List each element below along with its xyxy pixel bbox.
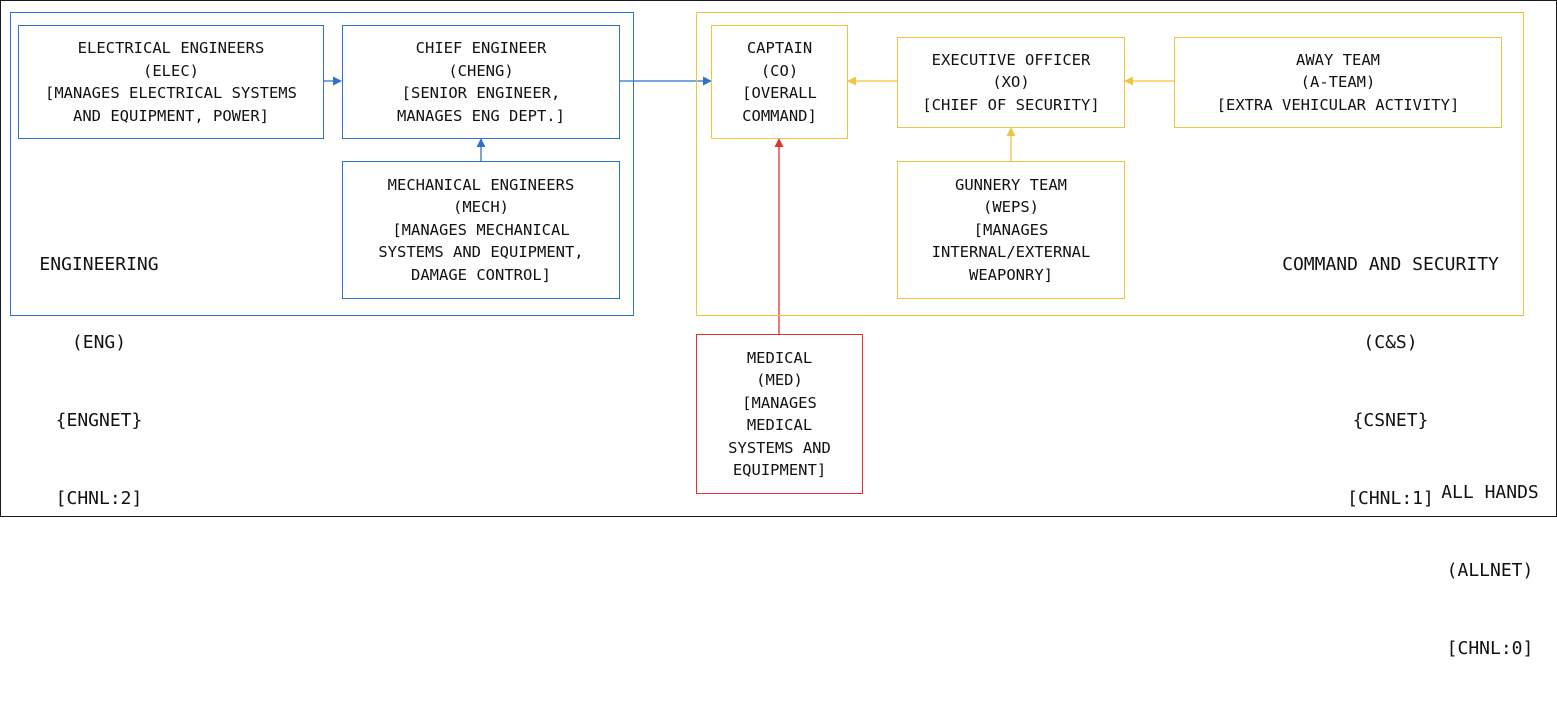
node-desc-line: DAMAGE CONTROL] bbox=[411, 265, 551, 284]
command-security-group-label: COMMAND AND SECURITY (C&S) {CSNET} [CHNL… bbox=[1263, 200, 1518, 564]
node-desc-line: MEDICAL bbox=[746, 416, 813, 434]
node-abbr: (MECH) bbox=[453, 198, 509, 217]
group-net: {ENGNET} bbox=[55, 410, 143, 431]
node-desc-line: EQUIPMENT] bbox=[732, 461, 827, 479]
node-abbr: (XO) bbox=[992, 73, 1030, 92]
node-title: AWAY TEAM bbox=[1296, 50, 1380, 69]
node-title: MECHANICAL ENGINEERS bbox=[387, 175, 575, 194]
node-desc-line: COMMAND] bbox=[742, 106, 817, 125]
group-name: ALL HANDS bbox=[1441, 482, 1539, 503]
node-desc-line: [SENIOR ENGINEER, bbox=[401, 84, 561, 102]
node-desc-line: SYSTEMS AND EQUIPMENT, bbox=[378, 243, 584, 262]
executive-officer-box: EXECUTIVE OFFICER (XO) [CHIEF OF SECURIT… bbox=[897, 37, 1125, 128]
group-net: {CSNET} bbox=[1352, 410, 1429, 431]
engineering-group bbox=[10, 12, 634, 316]
node-desc-line: AND EQUIPMENT, POWER] bbox=[73, 106, 269, 125]
medical-box: MEDICAL (MED) [MANAGES MEDICAL SYSTEMS A… bbox=[696, 334, 863, 494]
group-abbr: (ALLNET) bbox=[1446, 560, 1534, 581]
group-channel: [CHNL:1] bbox=[1347, 488, 1434, 509]
node-desc-line: INTERNAL/EXTERNAL bbox=[931, 243, 1091, 262]
node-title: MEDICAL bbox=[746, 348, 813, 367]
node-desc-line: WEAPONRY] bbox=[969, 265, 1053, 284]
node-desc-line: [CHIEF OF SECURITY] bbox=[922, 95, 1100, 114]
away-team-box: AWAY TEAM (A-TEAM) [EXTRA VEHICULAR ACTI… bbox=[1174, 37, 1502, 128]
org-chart-diagram: ELECTRICAL ENGINEERS (ELEC) [MANAGES ELE… bbox=[0, 0, 1557, 659]
node-abbr: (CO) bbox=[760, 61, 799, 80]
node-desc-line: [MANAGES bbox=[742, 393, 817, 412]
node-title: ELECTRICAL ENGINEERS bbox=[77, 39, 265, 57]
node-desc-line: [OVERALL bbox=[742, 84, 817, 102]
node-abbr: (A-TEAM) bbox=[1300, 73, 1376, 92]
node-desc-line: [MANAGES ELECTRICAL SYSTEMS bbox=[45, 84, 297, 102]
node-abbr: (MED) bbox=[756, 371, 803, 389]
group-channel: [CHNL:2] bbox=[55, 488, 143, 509]
node-abbr: (WEPS) bbox=[983, 198, 1039, 217]
captain-box: CAPTAIN (CO) [OVERALL COMMAND] bbox=[711, 25, 848, 139]
electrical-engineers-box: ELECTRICAL ENGINEERS (ELEC) [MANAGES ELE… bbox=[18, 25, 324, 139]
node-desc-line: MANAGES ENG DEPT.] bbox=[397, 106, 565, 125]
group-channel: [CHNL:0] bbox=[1446, 638, 1534, 659]
node-title: EXECUTIVE OFFICER bbox=[931, 50, 1091, 69]
node-abbr: (CHENG) bbox=[448, 61, 514, 80]
node-abbr: (ELEC) bbox=[143, 61, 199, 80]
group-name: ENGINEERING bbox=[39, 254, 159, 275]
engineering-group-label: ENGINEERING (ENG) {ENGNET} [CHNL:2] bbox=[19, 200, 179, 564]
node-desc-line: [MANAGES bbox=[973, 220, 1049, 239]
gunnery-team-box: GUNNERY TEAM (WEPS) [MANAGES INTERNAL/EX… bbox=[897, 161, 1125, 299]
node-desc-line: SYSTEMS AND bbox=[728, 438, 831, 457]
node-title: CHIEF ENGINEER bbox=[415, 39, 547, 57]
node-desc-line: [MANAGES MECHANICAL bbox=[392, 220, 570, 239]
command-security-group bbox=[696, 12, 1524, 316]
node-desc-line: [EXTRA VEHICULAR ACTIVITY] bbox=[1216, 95, 1460, 114]
all-hands-label: ALL HANDS (ALLNET) [CHNL:0] bbox=[1428, 428, 1552, 714]
group-abbr: (ENG) bbox=[71, 332, 127, 353]
node-title: GUNNERY TEAM bbox=[955, 175, 1067, 194]
mechanical-engineers-box: MECHANICAL ENGINEERS (MECH) [MANAGES MEC… bbox=[342, 161, 620, 299]
group-abbr: (C&S) bbox=[1363, 332, 1418, 353]
chief-engineer-box: CHIEF ENGINEER (CHENG) [SENIOR ENGINEER,… bbox=[342, 25, 620, 139]
connectors-layer bbox=[324, 76, 1174, 334]
node-title: CAPTAIN bbox=[746, 39, 813, 57]
group-name: COMMAND AND SECURITY bbox=[1282, 254, 1499, 275]
